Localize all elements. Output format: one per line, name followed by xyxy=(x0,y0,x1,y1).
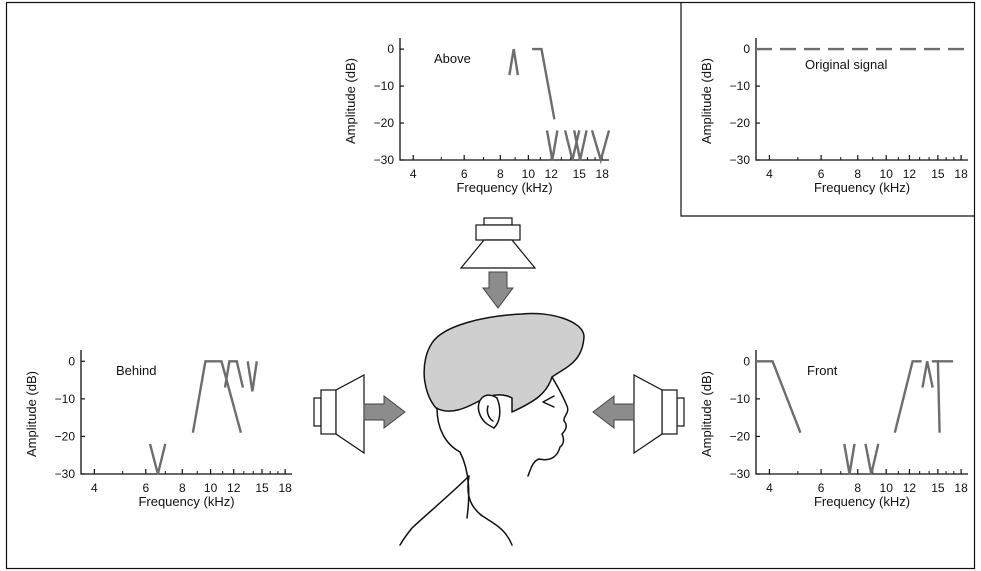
y-tick-label: −20 xyxy=(374,116,395,130)
x-tick-label: 10 xyxy=(522,167,536,181)
y-axis-title: Amplitude (dB) xyxy=(343,58,358,144)
x-tick-label: 15 xyxy=(931,481,945,495)
x-tick-label: 8 xyxy=(854,167,861,181)
y-tick-label: −10 xyxy=(55,392,76,406)
x-tick-label: 18 xyxy=(278,481,292,495)
x-axis-title: Frequency (kHz) xyxy=(814,180,910,195)
y-tick-label: −20 xyxy=(730,116,751,130)
y-tick-label: −20 xyxy=(55,429,76,443)
x-tick-label: 18 xyxy=(596,167,610,181)
x-tick-label: 15 xyxy=(573,167,587,181)
response-line xyxy=(756,360,802,434)
y-tick-label: 0 xyxy=(387,42,394,56)
x-tick-label: 4 xyxy=(766,167,773,181)
x-tick-label: 10 xyxy=(880,167,894,181)
y-axis-title: Amplitude (dB) xyxy=(24,371,39,457)
x-axis-title: Frequency (kHz) xyxy=(138,494,234,509)
figure-border xyxy=(5,1,976,570)
y-tick-label: −10 xyxy=(374,79,395,93)
y-tick-label: 0 xyxy=(743,42,750,56)
y-tick-label: −30 xyxy=(730,153,751,167)
response-line xyxy=(191,360,243,434)
x-tick-label: 4 xyxy=(410,167,417,181)
original-signal-box xyxy=(680,3,975,217)
x-tick-label: 15 xyxy=(931,167,945,181)
axis-lines xyxy=(80,350,292,475)
arrow-down-icon xyxy=(482,271,514,309)
x-tick-label: 12 xyxy=(903,481,917,495)
speaker-front-icon xyxy=(633,373,685,455)
panel-label: Front xyxy=(807,363,838,378)
x-tick-label: 6 xyxy=(818,167,825,181)
response-line xyxy=(148,443,167,475)
panel-label: Above xyxy=(434,51,471,66)
response-line xyxy=(893,360,922,433)
x-tick-label: 10 xyxy=(880,481,894,495)
y-tick-label: −10 xyxy=(730,79,751,93)
y-axis-title: Amplitude (dB) xyxy=(699,371,714,457)
response-line xyxy=(573,130,588,161)
y-tick-label: −30 xyxy=(55,467,76,481)
x-tick-label: 6 xyxy=(818,481,825,495)
speaker-above-icon xyxy=(459,217,537,269)
arrow-left-icon xyxy=(592,394,635,430)
x-tick-label: 12 xyxy=(545,167,559,181)
x-axis-title: Frequency (kHz) xyxy=(456,180,552,195)
response-line xyxy=(246,361,258,392)
head-icon xyxy=(399,312,585,546)
x-tick-label: 4 xyxy=(91,481,98,495)
x-tick-label: 12 xyxy=(903,167,917,181)
response-line xyxy=(921,361,934,388)
y-tick-label: 0 xyxy=(68,354,75,368)
x-tick-label: 4 xyxy=(766,481,773,495)
x-tick-label: 6 xyxy=(461,167,468,181)
response-line xyxy=(508,48,520,76)
x-tick-label: 18 xyxy=(954,481,968,495)
y-tick-label: −30 xyxy=(730,467,751,481)
y-tick-label: 0 xyxy=(743,354,750,368)
response-line xyxy=(223,360,245,388)
x-tick-label: 8 xyxy=(497,167,504,181)
x-tick-label: 10 xyxy=(204,481,218,495)
panel-label: Original signal xyxy=(805,57,887,72)
x-axis-title: Frequency (kHz) xyxy=(814,494,910,509)
x-tick-label: 8 xyxy=(179,481,186,495)
response-line xyxy=(864,443,880,475)
response-line xyxy=(545,130,559,161)
arrow-right-icon xyxy=(363,394,406,430)
speaker-behind-icon xyxy=(313,373,365,455)
response-line xyxy=(532,47,556,120)
x-tick-label: 12 xyxy=(227,481,241,495)
response-line xyxy=(843,443,856,475)
x-tick-label: 15 xyxy=(255,481,269,495)
axis-lines xyxy=(755,350,968,475)
y-tick-label: −30 xyxy=(374,153,395,167)
x-tick-label: 18 xyxy=(954,167,968,181)
x-tick-label: 6 xyxy=(142,481,149,495)
y-axis-title: Amplitude (dB) xyxy=(699,58,714,144)
x-tick-label: 8 xyxy=(854,481,861,495)
y-tick-label: −10 xyxy=(730,392,751,406)
panel-label: Behind xyxy=(116,363,156,378)
y-tick-label: −20 xyxy=(730,429,751,443)
response-line xyxy=(590,130,611,165)
response-line xyxy=(931,360,941,433)
